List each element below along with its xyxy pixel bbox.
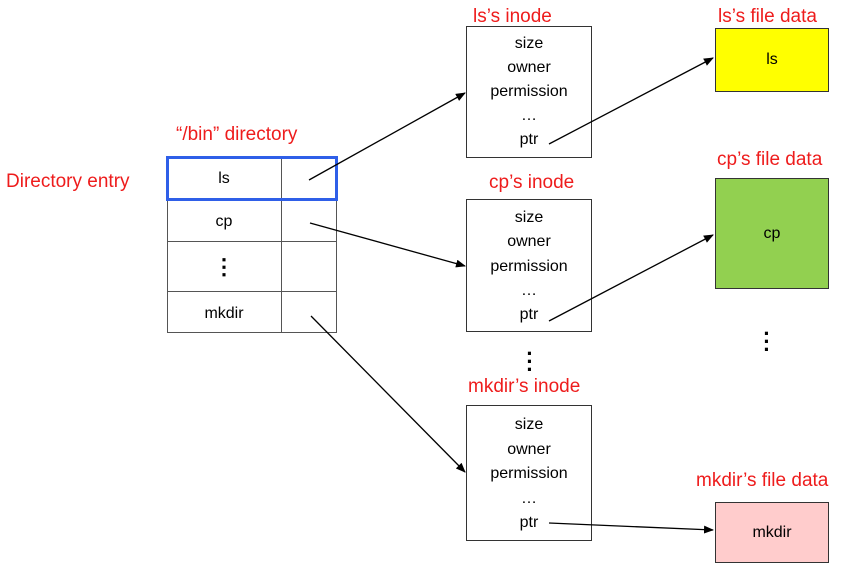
- inode-box-mkdir: size owner permission … ptr: [466, 405, 592, 541]
- ellipsis-inodes: ···: [526, 341, 534, 382]
- inode-field: …: [521, 490, 537, 507]
- file-data-title: mkdir’s file data: [696, 470, 829, 491]
- directory-entry-label: Directory entry: [6, 171, 130, 192]
- inode-title: mkdir’s inode: [468, 376, 581, 397]
- inode-field: owner: [507, 441, 551, 458]
- inode-field: permission: [490, 258, 568, 275]
- file-data-title: ls’s file data: [718, 6, 817, 27]
- inode-field: ptr: [519, 514, 539, 531]
- directory-row-divider: [167, 241, 337, 242]
- inode-field: …: [521, 282, 537, 299]
- inode-field: size: [514, 416, 544, 433]
- inode-box-ls: size owner permission … ptr: [466, 26, 592, 158]
- directory-title: “/bin” directory: [176, 124, 298, 145]
- directory-row-divider: [167, 291, 337, 292]
- directory-entry-highlight: [166, 156, 338, 201]
- arrow-mkdir-inode-to-data: [548, 522, 714, 534]
- inode-title: cp’s inode: [489, 172, 575, 193]
- directory-row-name: ⋮: [213, 254, 235, 279]
- directory-table: [167, 157, 337, 333]
- directory-row-name: mkdir: [204, 305, 244, 322]
- inode-field: owner: [507, 233, 551, 250]
- file-data-box-cp: cp: [715, 178, 829, 289]
- ellipsis-file-data: ···: [763, 321, 771, 362]
- file-data-title: cp’s file data: [717, 149, 823, 170]
- file-data-box-mkdir: mkdir: [715, 502, 829, 563]
- inode-field: owner: [507, 59, 551, 76]
- inode-field: ptr: [519, 306, 539, 323]
- inode-field: permission: [490, 465, 568, 482]
- inode-field: …: [521, 107, 537, 124]
- arrow-mkdir-entry-to-inode: [310, 315, 466, 473]
- arrow-ls-inode-to-data: [548, 57, 714, 145]
- directory-row-name: ls: [218, 170, 230, 187]
- directory-column-divider: [281, 157, 282, 333]
- arrow-ls-entry-to-inode: [308, 92, 466, 181]
- inode-field: size: [514, 209, 544, 226]
- arrow-cp-entry-to-inode: [309, 222, 466, 268]
- directory-row-name: cp: [215, 213, 233, 230]
- arrow-cp-inode-to-data: [548, 234, 714, 322]
- inode-field: permission: [490, 83, 568, 100]
- inode-field: ptr: [519, 131, 539, 148]
- file-data-box-ls: ls: [715, 28, 829, 92]
- inode-title: ls’s inode: [473, 6, 552, 27]
- inode-field: size: [514, 35, 544, 52]
